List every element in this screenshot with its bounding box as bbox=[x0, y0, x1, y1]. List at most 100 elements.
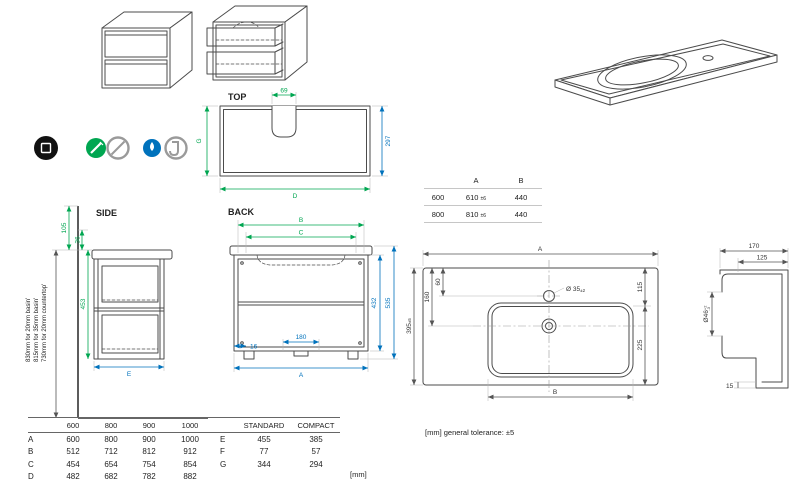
dim-basin-b: B bbox=[553, 389, 557, 396]
dim-depth: 297 bbox=[385, 135, 392, 146]
tap-hole bbox=[702, 55, 714, 61]
dim-total-height: 535 bbox=[385, 297, 392, 308]
basin-bowl bbox=[597, 54, 714, 90]
cabinet-body bbox=[101, 11, 193, 89]
dim-overall-depth: 170 bbox=[749, 243, 760, 250]
b-value: 440 bbox=[514, 192, 528, 202]
basin-plan-outline bbox=[422, 267, 659, 386]
dim-side-inset: 16 bbox=[250, 344, 258, 351]
dim-bowl-offset: 160 bbox=[424, 291, 431, 302]
hose-hook-icon bbox=[164, 136, 188, 160]
row-label-a: A bbox=[28, 434, 34, 444]
col-1000: 1000 bbox=[181, 420, 199, 430]
side-view-label: SIDE bbox=[96, 208, 117, 218]
unit-label: [mm] bbox=[350, 470, 367, 479]
dim-tap-offset: 60 bbox=[435, 278, 442, 286]
top-view-label: TOP bbox=[228, 92, 246, 102]
col-compact: COMPACT bbox=[297, 420, 335, 430]
width-table-col-a: A bbox=[473, 175, 479, 185]
note-20mm-countertop: 730mm for 20mm countertop' bbox=[42, 284, 48, 362]
a-value: 610 bbox=[465, 192, 479, 202]
tolerance-note: [mm] general tolerance: ±5 bbox=[425, 428, 515, 437]
width-table-header: A B bbox=[424, 172, 542, 189]
width-table: A B 600 610 ±6 440 800 810 ±6 440 bbox=[424, 172, 542, 223]
dim-pipe-gap: 180 bbox=[296, 334, 307, 341]
cabinet-isometric-closed bbox=[101, 11, 193, 89]
dim-upper-gap: 105 bbox=[61, 222, 68, 233]
table-row-d: D 482 682 782 882 bbox=[28, 472, 197, 482]
side-view-dimensions: 105 36 453 E bbox=[52, 205, 165, 418]
dim-body-height: 453 bbox=[80, 298, 87, 309]
row-label-c: C bbox=[28, 459, 34, 469]
a-tolerance: ±6 bbox=[480, 212, 487, 219]
basin-isometric bbox=[554, 39, 778, 106]
top-view-drawing: TOP 69 297 G D bbox=[196, 88, 392, 201]
basin-plan-dimensions: A B 60 160 395±5 115 225 Ø 35±2 bbox=[406, 246, 659, 401]
dim-right-lower: 225 bbox=[637, 339, 644, 350]
col-900: 900 bbox=[142, 420, 156, 430]
height-notes: 830mm for 20mm basin' 815mm for 35mm bas… bbox=[26, 284, 48, 362]
dim-e: E bbox=[127, 371, 132, 378]
cabinet-carcass bbox=[212, 5, 308, 81]
dim-g: G bbox=[196, 138, 203, 143]
b-value: 440 bbox=[514, 209, 528, 219]
dim-tap-hole: Ø 35±2 bbox=[566, 286, 586, 293]
dim-cutout-width: 69 bbox=[280, 88, 288, 95]
basin-slab bbox=[554, 39, 778, 106]
note-35mm-basin: 815mm for 35mm basin' bbox=[34, 298, 40, 362]
power-drill-icon bbox=[34, 136, 58, 160]
col-600: 600 bbox=[66, 420, 80, 430]
back-view-dimensions: B C 432 535 180 16 A bbox=[233, 217, 398, 379]
wall-floor bbox=[77, 206, 208, 419]
dim-b: B bbox=[299, 217, 303, 224]
row-label-f: F bbox=[220, 447, 225, 457]
size-label: 600 bbox=[431, 192, 445, 202]
open-drawers bbox=[206, 21, 284, 75]
dim-inner-height: 432 bbox=[371, 297, 378, 308]
table-row-b-f: B 512 712 812 912 F 77 57 bbox=[28, 447, 321, 457]
hand-screw-icon bbox=[86, 138, 106, 158]
basin-profile-drawing: 170 125 Ø46+2-3 15 bbox=[703, 243, 789, 390]
dim-a: A bbox=[299, 372, 304, 379]
dim-drain: Ø46+2-3 bbox=[703, 305, 712, 323]
row-label-d: D bbox=[28, 472, 34, 482]
top-view-dimensions: 69 297 G D bbox=[196, 88, 392, 201]
basin-profile-dimensions: 170 125 Ø46+2-3 15 bbox=[703, 243, 789, 390]
back-view-label: BACK bbox=[228, 207, 254, 217]
basin-plan-drawing: A B 60 160 395±5 115 225 Ø 35±2 bbox=[406, 246, 659, 401]
col-standard: STANDARD bbox=[243, 420, 285, 430]
width-table-col-b: B bbox=[518, 175, 524, 185]
water-connection-icon bbox=[143, 139, 161, 157]
col-800: 800 bbox=[104, 420, 118, 430]
a-value: 810 bbox=[465, 209, 479, 219]
dim-lip: 15 bbox=[726, 383, 734, 390]
a-tolerance: ±6 bbox=[480, 195, 487, 202]
dim-basin-depth: 395±5 bbox=[406, 318, 413, 334]
side-view-cabinet bbox=[91, 249, 173, 360]
basin-profile-outline bbox=[719, 269, 789, 389]
dim-inner-depth: 125 bbox=[757, 255, 768, 262]
width-table-row-600: 600 610 ±6 440 bbox=[424, 189, 542, 206]
dim-right-upper: 115 bbox=[637, 281, 644, 292]
assembly-icons bbox=[34, 136, 188, 160]
size-label: 800 bbox=[431, 209, 445, 219]
dimension-table: 600 800 900 1000 STANDARD COMPACT A 600 … bbox=[28, 417, 340, 483]
table-row-c-g: C 454 654 754 854 G 344 294 bbox=[28, 459, 323, 469]
side-view-drawing: SIDE 830mm for 20mm basin' 815mm for 35m… bbox=[26, 205, 208, 419]
dim-basin-a: A bbox=[538, 246, 543, 253]
no-power-tool-icon bbox=[106, 136, 130, 160]
dim-c: C bbox=[299, 230, 304, 237]
table-row-a-e: A 600 800 900 1000 E 455 385 bbox=[28, 434, 323, 444]
row-label-e: E bbox=[220, 434, 226, 444]
back-view-drawing: BACK B C 432 535 180 bbox=[228, 207, 398, 379]
top-view-outline bbox=[219, 105, 371, 177]
cabinet-isometric-open bbox=[206, 5, 308, 81]
dim-d: D bbox=[293, 193, 298, 200]
note-20mm-basin: 830mm for 20mm basin' bbox=[26, 298, 32, 362]
dimension-table-header: 600 800 900 1000 STANDARD COMPACT bbox=[28, 417, 340, 433]
dim-rail-gap: 36 bbox=[75, 236, 82, 244]
width-table-row-800: 800 810 ±6 440 bbox=[424, 206, 542, 223]
back-view-outline bbox=[229, 245, 373, 360]
row-label-b: B bbox=[28, 447, 34, 457]
